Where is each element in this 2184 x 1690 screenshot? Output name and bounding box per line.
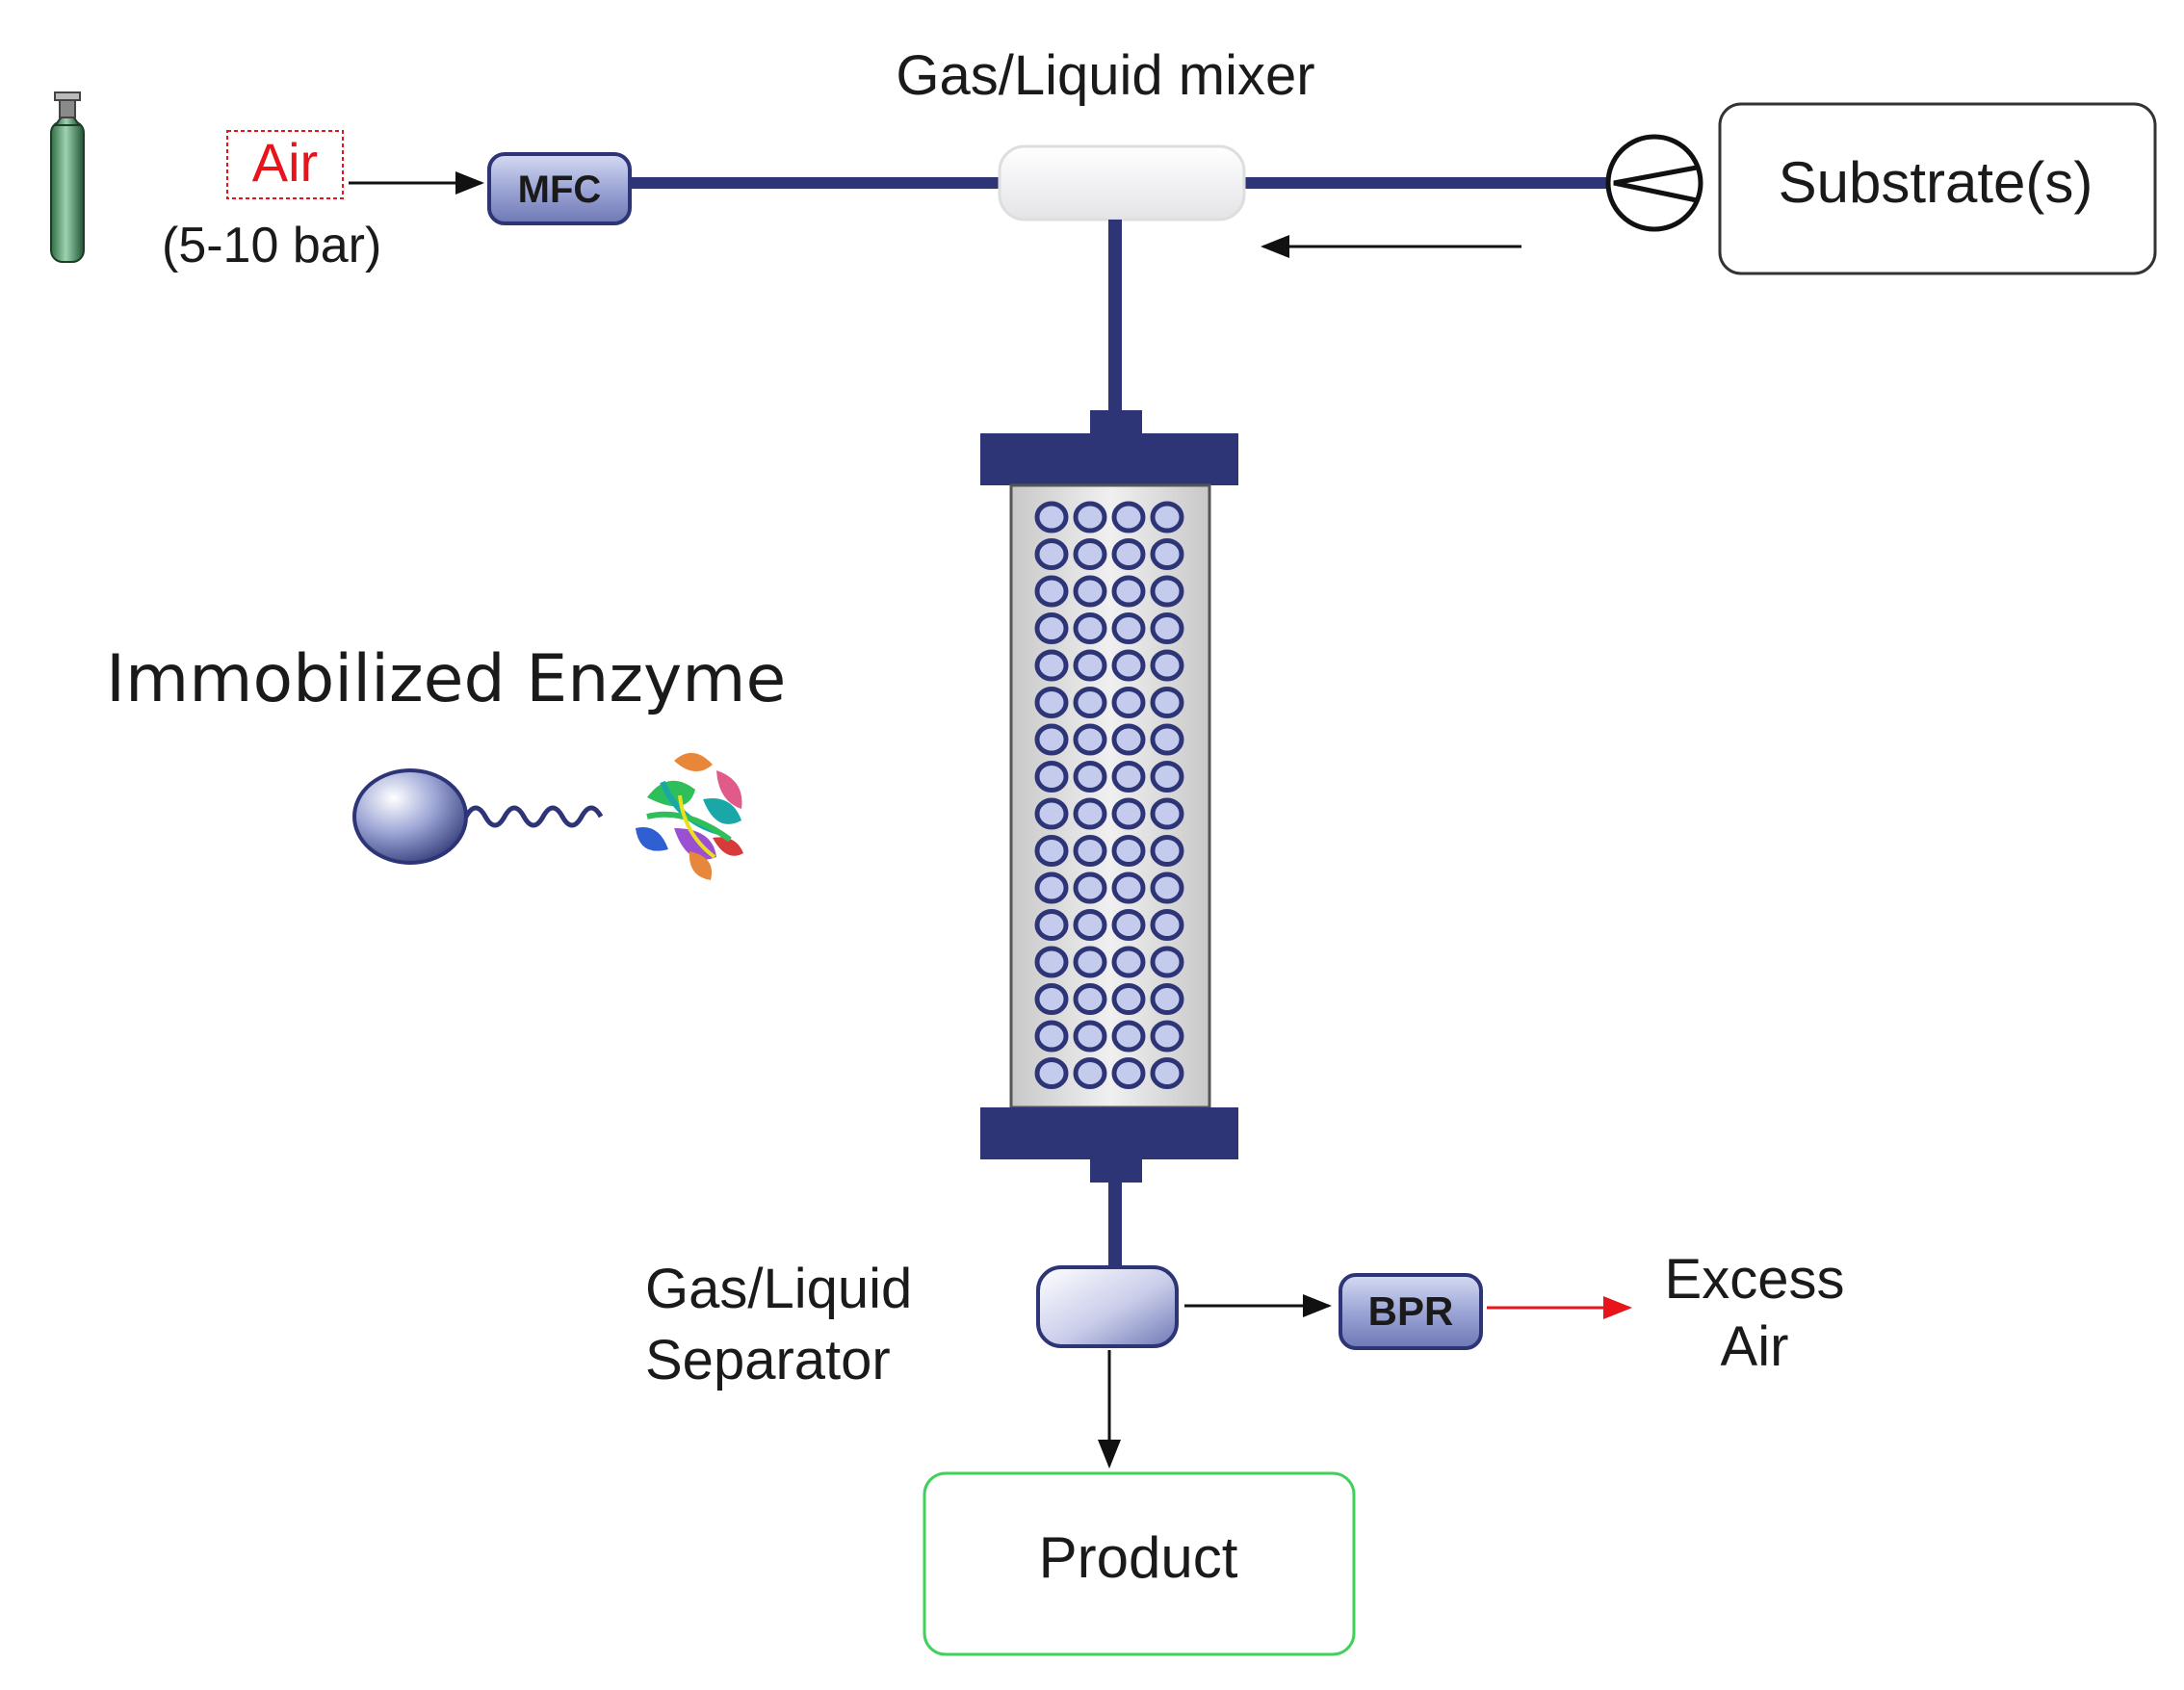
column-bead: [1073, 797, 1107, 830]
column-bead: [1073, 871, 1107, 904]
column-bead: [1150, 761, 1184, 793]
column-bead: [1111, 983, 1146, 1015]
column-bead: [1034, 946, 1069, 978]
column-bead: [1150, 687, 1184, 718]
product-label: Product: [1039, 1525, 1238, 1590]
gas-liquid-mixer: [998, 144, 1246, 221]
column-bead: [1111, 871, 1146, 904]
column-bottom-cap: [980, 1107, 1238, 1159]
column-bead: [1111, 797, 1146, 830]
column-bead: [1150, 1057, 1184, 1089]
column-bead: [1073, 723, 1107, 756]
product-collector: [923, 1471, 1356, 1656]
column-bead: [1034, 761, 1069, 793]
gas-liquid-separator: [1036, 1265, 1179, 1348]
separator-label-line2: Separator: [645, 1329, 891, 1391]
column-bead: [1073, 909, 1107, 941]
air-label-box: [226, 130, 344, 199]
column-bead: [1073, 1057, 1107, 1089]
column-bead: [1150, 723, 1184, 756]
column-bead: [1034, 835, 1069, 867]
mfc-label: MFC: [518, 169, 602, 211]
column-bead: [1111, 687, 1146, 718]
column-bead: [1034, 1057, 1069, 1089]
column-bead: [1150, 575, 1184, 608]
column-bead: [1150, 501, 1184, 533]
column-bead: [1034, 575, 1069, 608]
bpr-regulator: BPR: [1339, 1273, 1483, 1350]
bpr-label: BPR: [1368, 1288, 1454, 1334]
column-bead: [1111, 909, 1146, 941]
mfc-controller: MFC: [487, 152, 632, 225]
column-bead: [1073, 501, 1107, 533]
air-label: Air: [252, 132, 318, 193]
bead-icon: [352, 768, 604, 865]
column-bead: [1150, 909, 1184, 941]
column-bead: [1034, 612, 1069, 644]
column-bead: [1034, 1020, 1069, 1053]
column-bead: [1111, 649, 1146, 682]
column-bead: [1111, 835, 1146, 867]
column-bead: [1150, 835, 1184, 867]
column-bead: [1111, 612, 1146, 644]
column-bead: [1150, 649, 1184, 682]
excess-label-line2: Air: [1721, 1315, 1789, 1378]
column-bead: [1111, 1020, 1146, 1053]
column-body: [1009, 483, 1211, 1109]
column-bead: [1150, 797, 1184, 830]
protein-structure-icon: [636, 752, 743, 880]
column-bead: [1111, 501, 1146, 533]
column-bead: [1034, 871, 1069, 904]
column-bead: [1150, 1020, 1184, 1053]
column-bead: [1150, 612, 1184, 644]
column-bead: [1073, 538, 1107, 570]
substrate-reservoir: [1718, 102, 2157, 275]
column-bead: [1111, 1057, 1146, 1089]
column-bead: [1073, 1020, 1107, 1053]
column-bead: [1150, 538, 1184, 570]
column-bead: [1073, 946, 1107, 978]
column-bead: [1111, 723, 1146, 756]
column-bead: [1034, 501, 1069, 533]
immobilized-enzyme-beads: [1034, 501, 1184, 1089]
column-bead: [1073, 835, 1107, 867]
column-bead: [1034, 687, 1069, 718]
immobilized-enzyme-label: Immobilized Enzyme: [106, 641, 786, 717]
column-bead: [1111, 946, 1146, 978]
column-bead: [1034, 723, 1069, 756]
column-bead: [1150, 983, 1184, 1015]
column-bead: [1034, 983, 1069, 1015]
separator-label-line1: Gas/Liquid: [645, 1258, 912, 1320]
column-bead: [1034, 797, 1069, 830]
gas-cylinder-icon: [50, 91, 85, 263]
pump-icon: [1605, 134, 1703, 232]
column-bead: [1073, 612, 1107, 644]
column-bead: [1073, 983, 1107, 1015]
column-bead: [1073, 575, 1107, 608]
column-bead: [1111, 761, 1146, 793]
packed-bed-column: [980, 410, 1238, 1183]
column-top-cap: [980, 433, 1238, 485]
column-bead: [1150, 871, 1184, 904]
excess-label-line1: Excess: [1665, 1248, 1845, 1311]
column-bead: [1073, 761, 1107, 793]
column-bead: [1111, 575, 1146, 608]
column-bead: [1150, 946, 1184, 978]
mixer-label: Gas/Liquid mixer: [896, 44, 1314, 107]
substrate-label: Substrate(s): [1779, 150, 2093, 215]
pressure-label: (5-10 bar): [162, 218, 381, 273]
column-bead: [1111, 538, 1146, 570]
column-bead: [1073, 649, 1107, 682]
column-bead: [1034, 538, 1069, 570]
column-bead: [1034, 649, 1069, 682]
column-bead: [1034, 909, 1069, 941]
column-bead: [1073, 687, 1107, 718]
